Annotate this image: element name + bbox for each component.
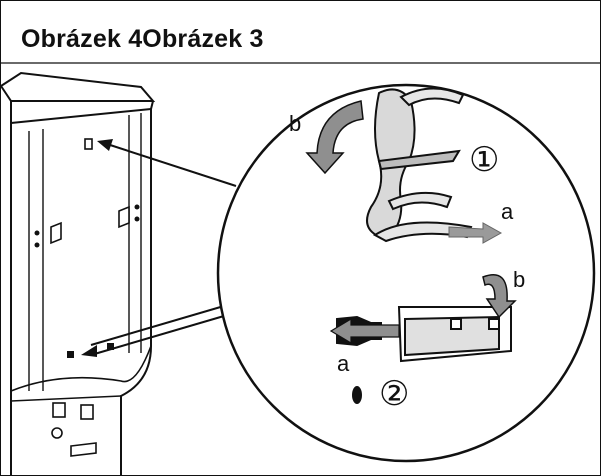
label-a-bottom: a [337, 351, 350, 376]
cabinet-slots [50, 138, 130, 245]
magnified-view-circle [216, 83, 596, 463]
label-a-top: a [501, 199, 514, 224]
push-arrow-a-bottom [329, 317, 400, 345]
rotate-arrow-b-bottom [482, 274, 517, 319]
label-b-top: b [289, 111, 301, 136]
step-1-marker: ① [469, 141, 499, 179]
cabinet-bottom-clips [67, 343, 114, 358]
leader-arrowheads [81, 139, 113, 357]
pull-arrow-a-top [448, 222, 503, 244]
rotate-arrow-b-top [305, 100, 364, 175]
cabinet-holes [34, 204, 140, 248]
appliance-cabinet [1, 71, 156, 475]
cabinet-base-details [51, 402, 97, 457]
clip-part-1 [366, 87, 473, 243]
figure-title: Obrázek 4Obrázek 3 [21, 25, 264, 53]
step-2-marker: ② [379, 375, 409, 413]
label-b-bottom: b [513, 267, 525, 292]
leader-arrows [90, 143, 242, 356]
mounting-peg [352, 386, 362, 404]
